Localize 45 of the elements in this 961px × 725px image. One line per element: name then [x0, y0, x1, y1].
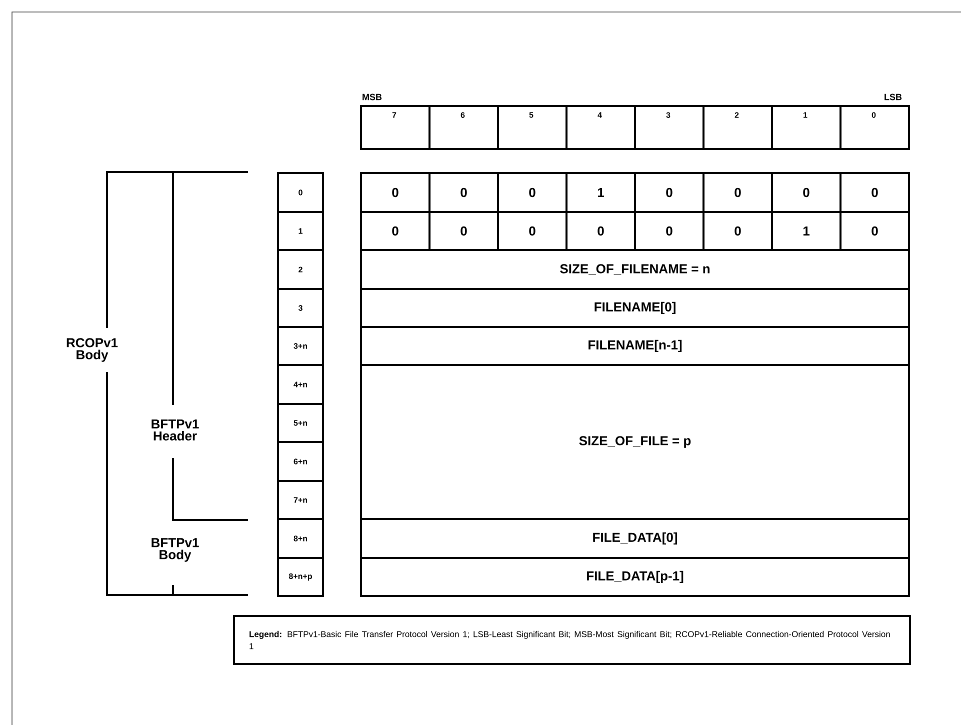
bit-cell: 0	[840, 172, 910, 213]
field-cell: FILENAME[n-1]	[360, 326, 910, 366]
row-index-cell: 7+n	[277, 480, 324, 520]
bit-number-cell: 1	[771, 105, 842, 150]
legend-box: Legend: BFTPv1-Basic File Transfer Protocol Version 1; LSB-Least Significant Bit; MSB-Most Significant Bit; RCOPv1-Reliable Connection-Oriented Protocol Version 1	[233, 615, 911, 665]
bit-cell: 1	[566, 172, 636, 213]
bit-cell: 0	[497, 172, 568, 213]
bit-number-cell: 6	[428, 105, 499, 150]
bit-number-cell: 5	[497, 105, 568, 150]
bit-number-cell: 7	[360, 105, 430, 150]
row-index-cell: 3+n	[277, 326, 324, 366]
bracket-label: BFTPv1 Body	[152, 538, 199, 562]
bit-cell: 0	[360, 172, 430, 213]
bracket-label: RCOPv1 Body	[66, 338, 118, 362]
bit-cell: 0	[566, 211, 636, 251]
bit-number-cell: 2	[702, 105, 773, 150]
bit-number-cell: 3	[634, 105, 704, 150]
bit-cell: 0	[634, 172, 704, 213]
bit-cell: 0	[428, 211, 499, 251]
bit-cell: 0	[771, 172, 842, 213]
field-cell: FILE_DATA[0]	[360, 518, 910, 559]
row-index-cell: 5+n	[277, 403, 324, 443]
bit-cell: 0	[360, 211, 430, 251]
bit-cell: 0	[702, 172, 773, 213]
row-index-cell: 4+n	[277, 364, 324, 405]
bit-number-cell: 4	[566, 105, 636, 150]
bit-cell: 0	[428, 172, 499, 213]
row-index-cell: 2	[277, 249, 324, 290]
bit-cell: 0	[840, 211, 910, 251]
row-index-cell: 3	[277, 288, 324, 328]
bit-cell: 0	[497, 211, 568, 251]
row-index-cell: 1	[277, 211, 324, 251]
field-cell: SIZE_OF_FILENAME = n	[360, 249, 910, 290]
bit-cell: 1	[771, 211, 842, 251]
bit-cell: 0	[702, 211, 773, 251]
bracket-label: BFTPv1 Header	[152, 419, 199, 441]
field-cell: FILE_DATA[p-1]	[360, 557, 910, 597]
bit-cell: 0	[634, 211, 704, 251]
row-index-cell: 8+n	[277, 518, 324, 559]
bit-number-cell: 0	[840, 105, 910, 150]
field-cell: FILENAME[0]	[360, 288, 910, 328]
field-cell: SIZE_OF_FILE = p	[360, 364, 910, 520]
row-index-cell: 8+n+p	[277, 557, 324, 597]
row-index-cell: 6+n	[277, 441, 324, 482]
row-index-cell: 0	[277, 172, 324, 213]
